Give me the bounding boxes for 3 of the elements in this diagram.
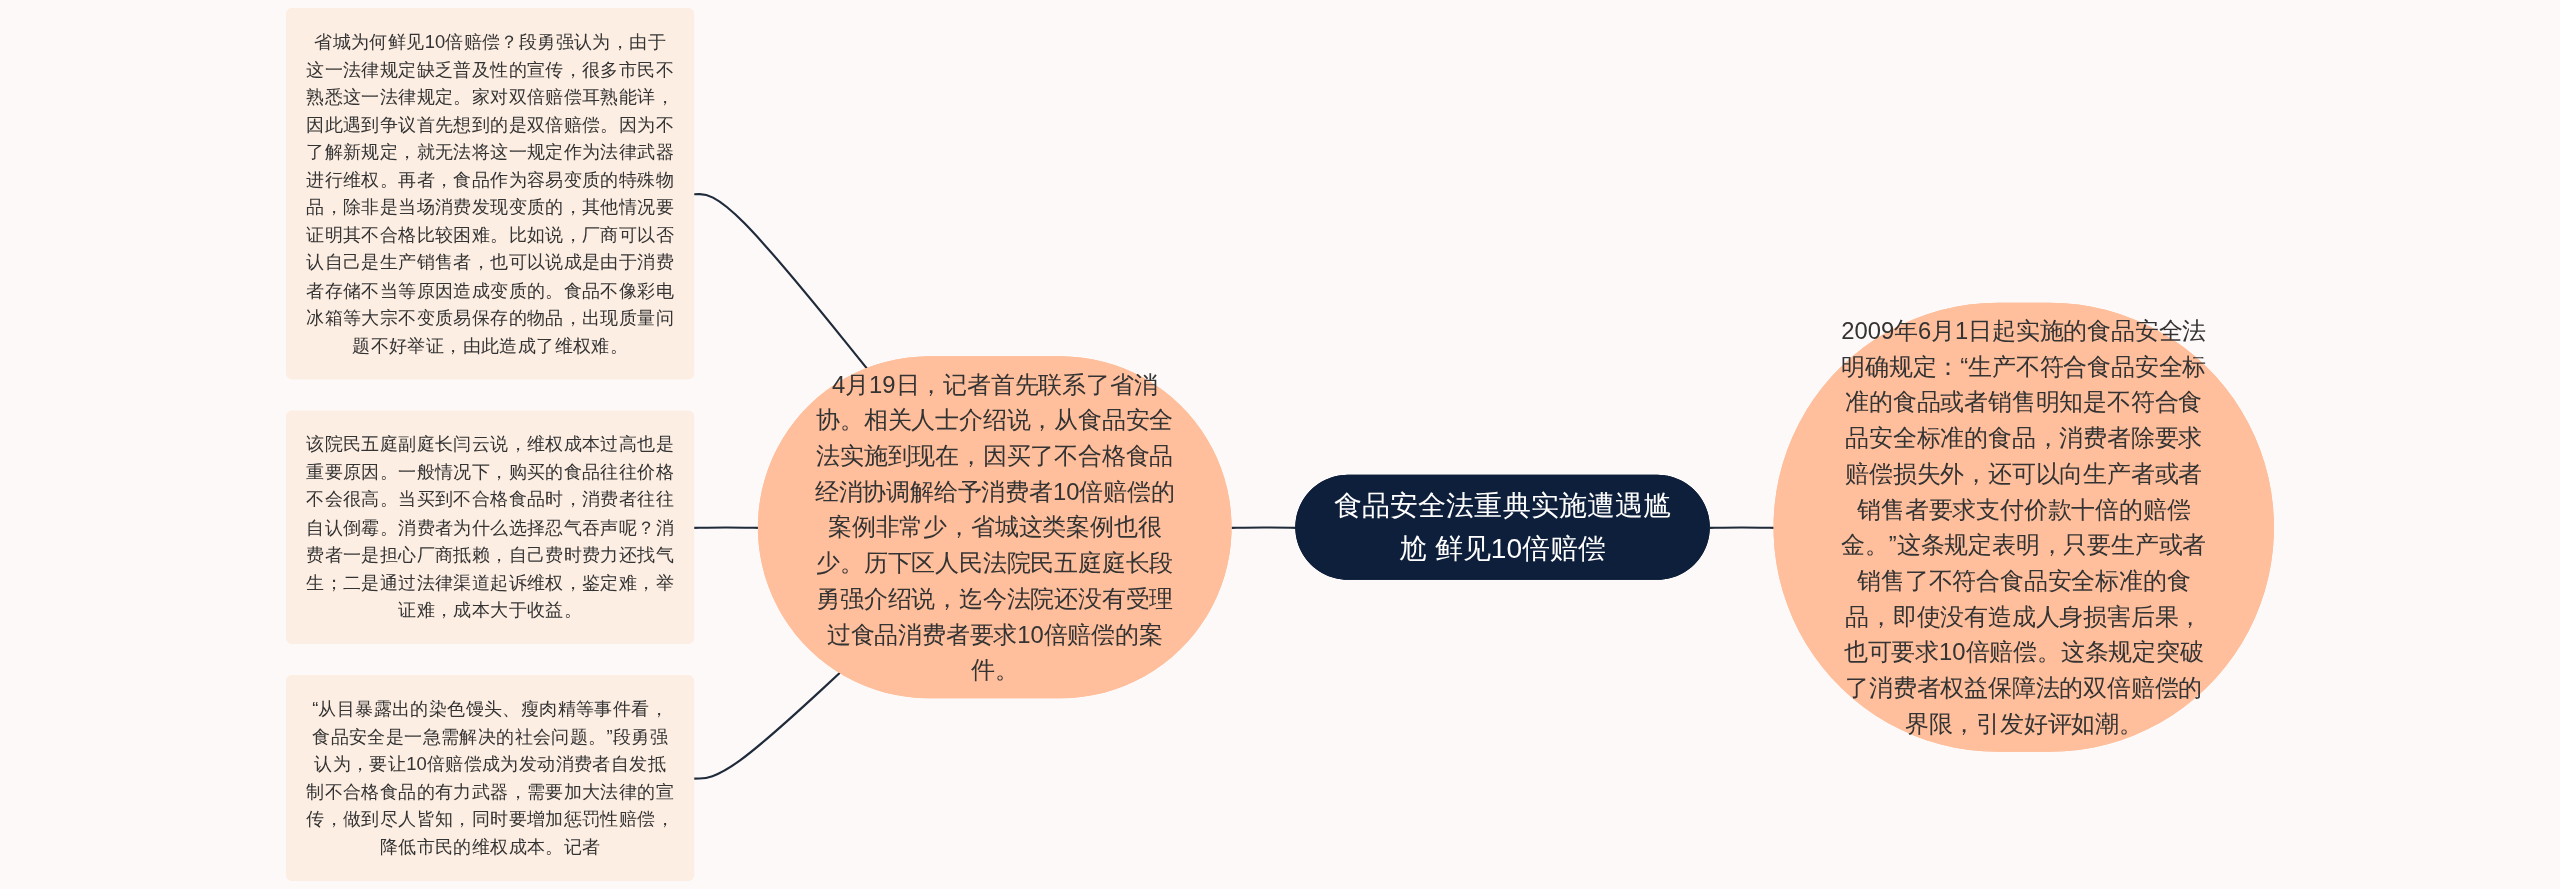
connector <box>694 672 841 780</box>
connector <box>694 193 869 370</box>
connector <box>1709 526 1775 529</box>
